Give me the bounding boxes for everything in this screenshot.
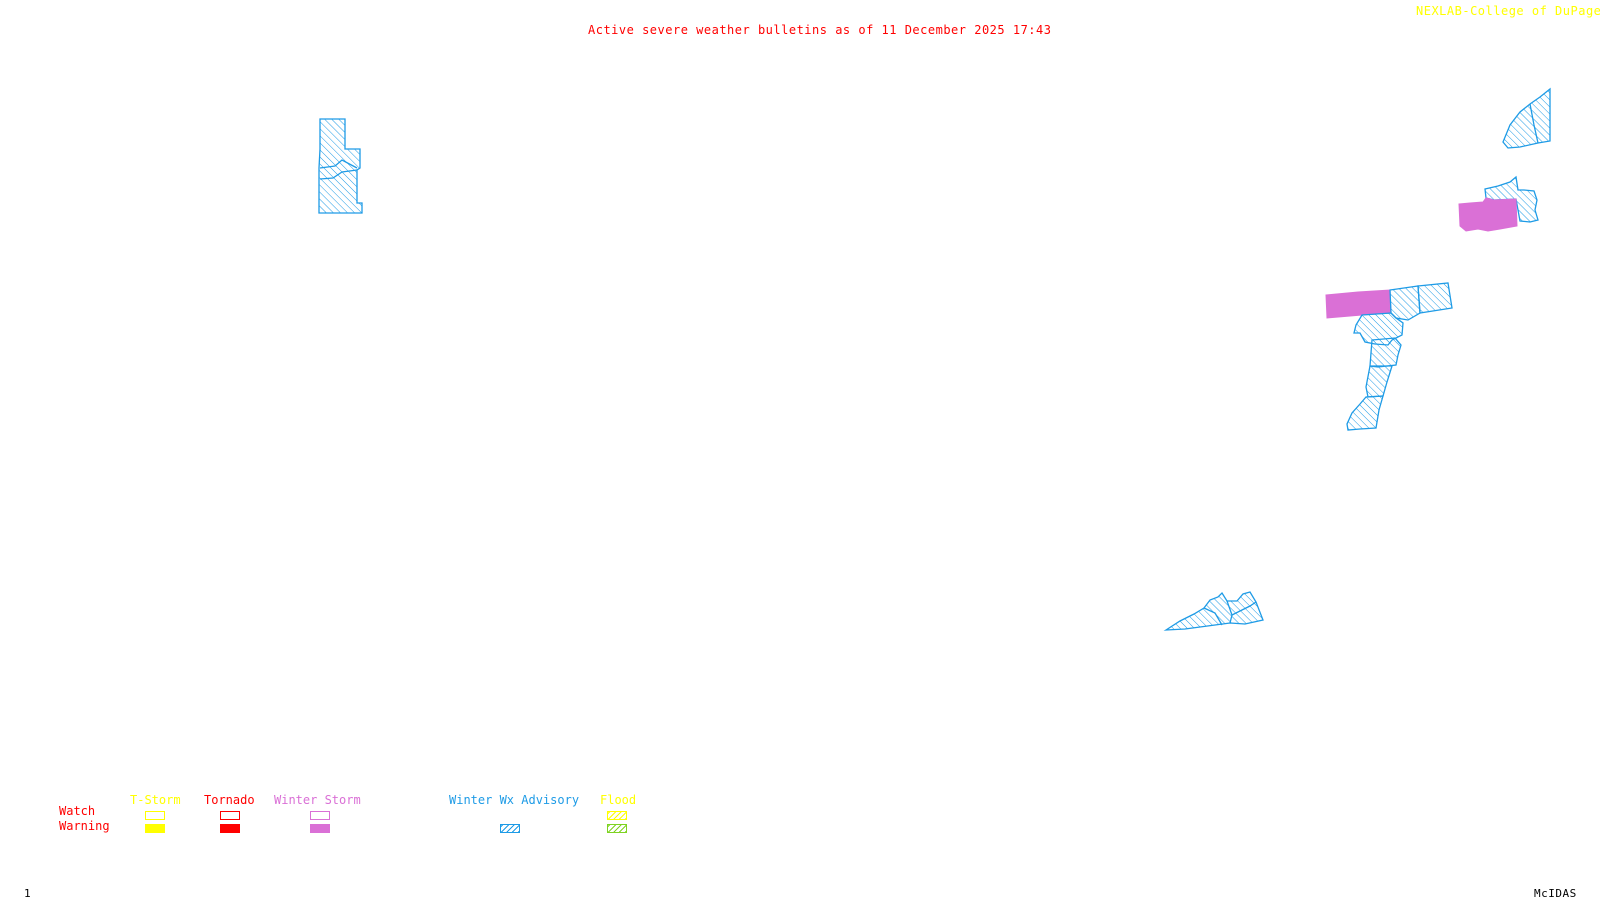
legend-row-watch: Watch: [59, 804, 96, 818]
frame-number: 1: [24, 887, 32, 900]
legend-swatch-tornado-warning: [220, 824, 240, 833]
legend-label-winter-storm: Winter Storm: [274, 793, 361, 807]
legend-label-flood: Flood: [600, 793, 637, 807]
advisory-area-new-england[interactable]: [1502, 87, 1551, 149]
legend-label-tstorm: T-Storm: [130, 793, 181, 807]
legend-swatch-winter-storm-watch: [310, 811, 330, 820]
legend-row-warning: Warning: [59, 819, 110, 833]
credit-label: NEXLAB-College of DuPage: [1416, 4, 1600, 18]
legend-swatch-flood-watch: [607, 811, 627, 820]
winter-storm-warning-new-england[interactable]: [1458, 197, 1518, 232]
legend-swatch-tornado-watch: [220, 811, 240, 820]
software-label: McIDAS: [1534, 887, 1577, 900]
legend-swatch-flood-warning: [607, 824, 627, 833]
legend-swatch-tstorm-warning: [145, 824, 165, 833]
advisory-area-ny-pa[interactable]: [1346, 282, 1453, 431]
advisory-area-rockies[interactable]: [318, 118, 363, 214]
advisory-area-virginia[interactable]: [1163, 591, 1264, 631]
legend-swatch-tstorm-watch: [145, 811, 165, 820]
legend-label-tornado: Tornado: [204, 793, 255, 807]
legend-label-winter-wx-advisory: Winter Wx Advisory: [449, 793, 580, 807]
legend-swatch-winter-storm-warning: [310, 824, 330, 833]
legend-swatch-winter-wx-advisory-warning: [500, 824, 520, 833]
map-title: Active severe weather bulletins as of 11…: [588, 23, 1052, 37]
